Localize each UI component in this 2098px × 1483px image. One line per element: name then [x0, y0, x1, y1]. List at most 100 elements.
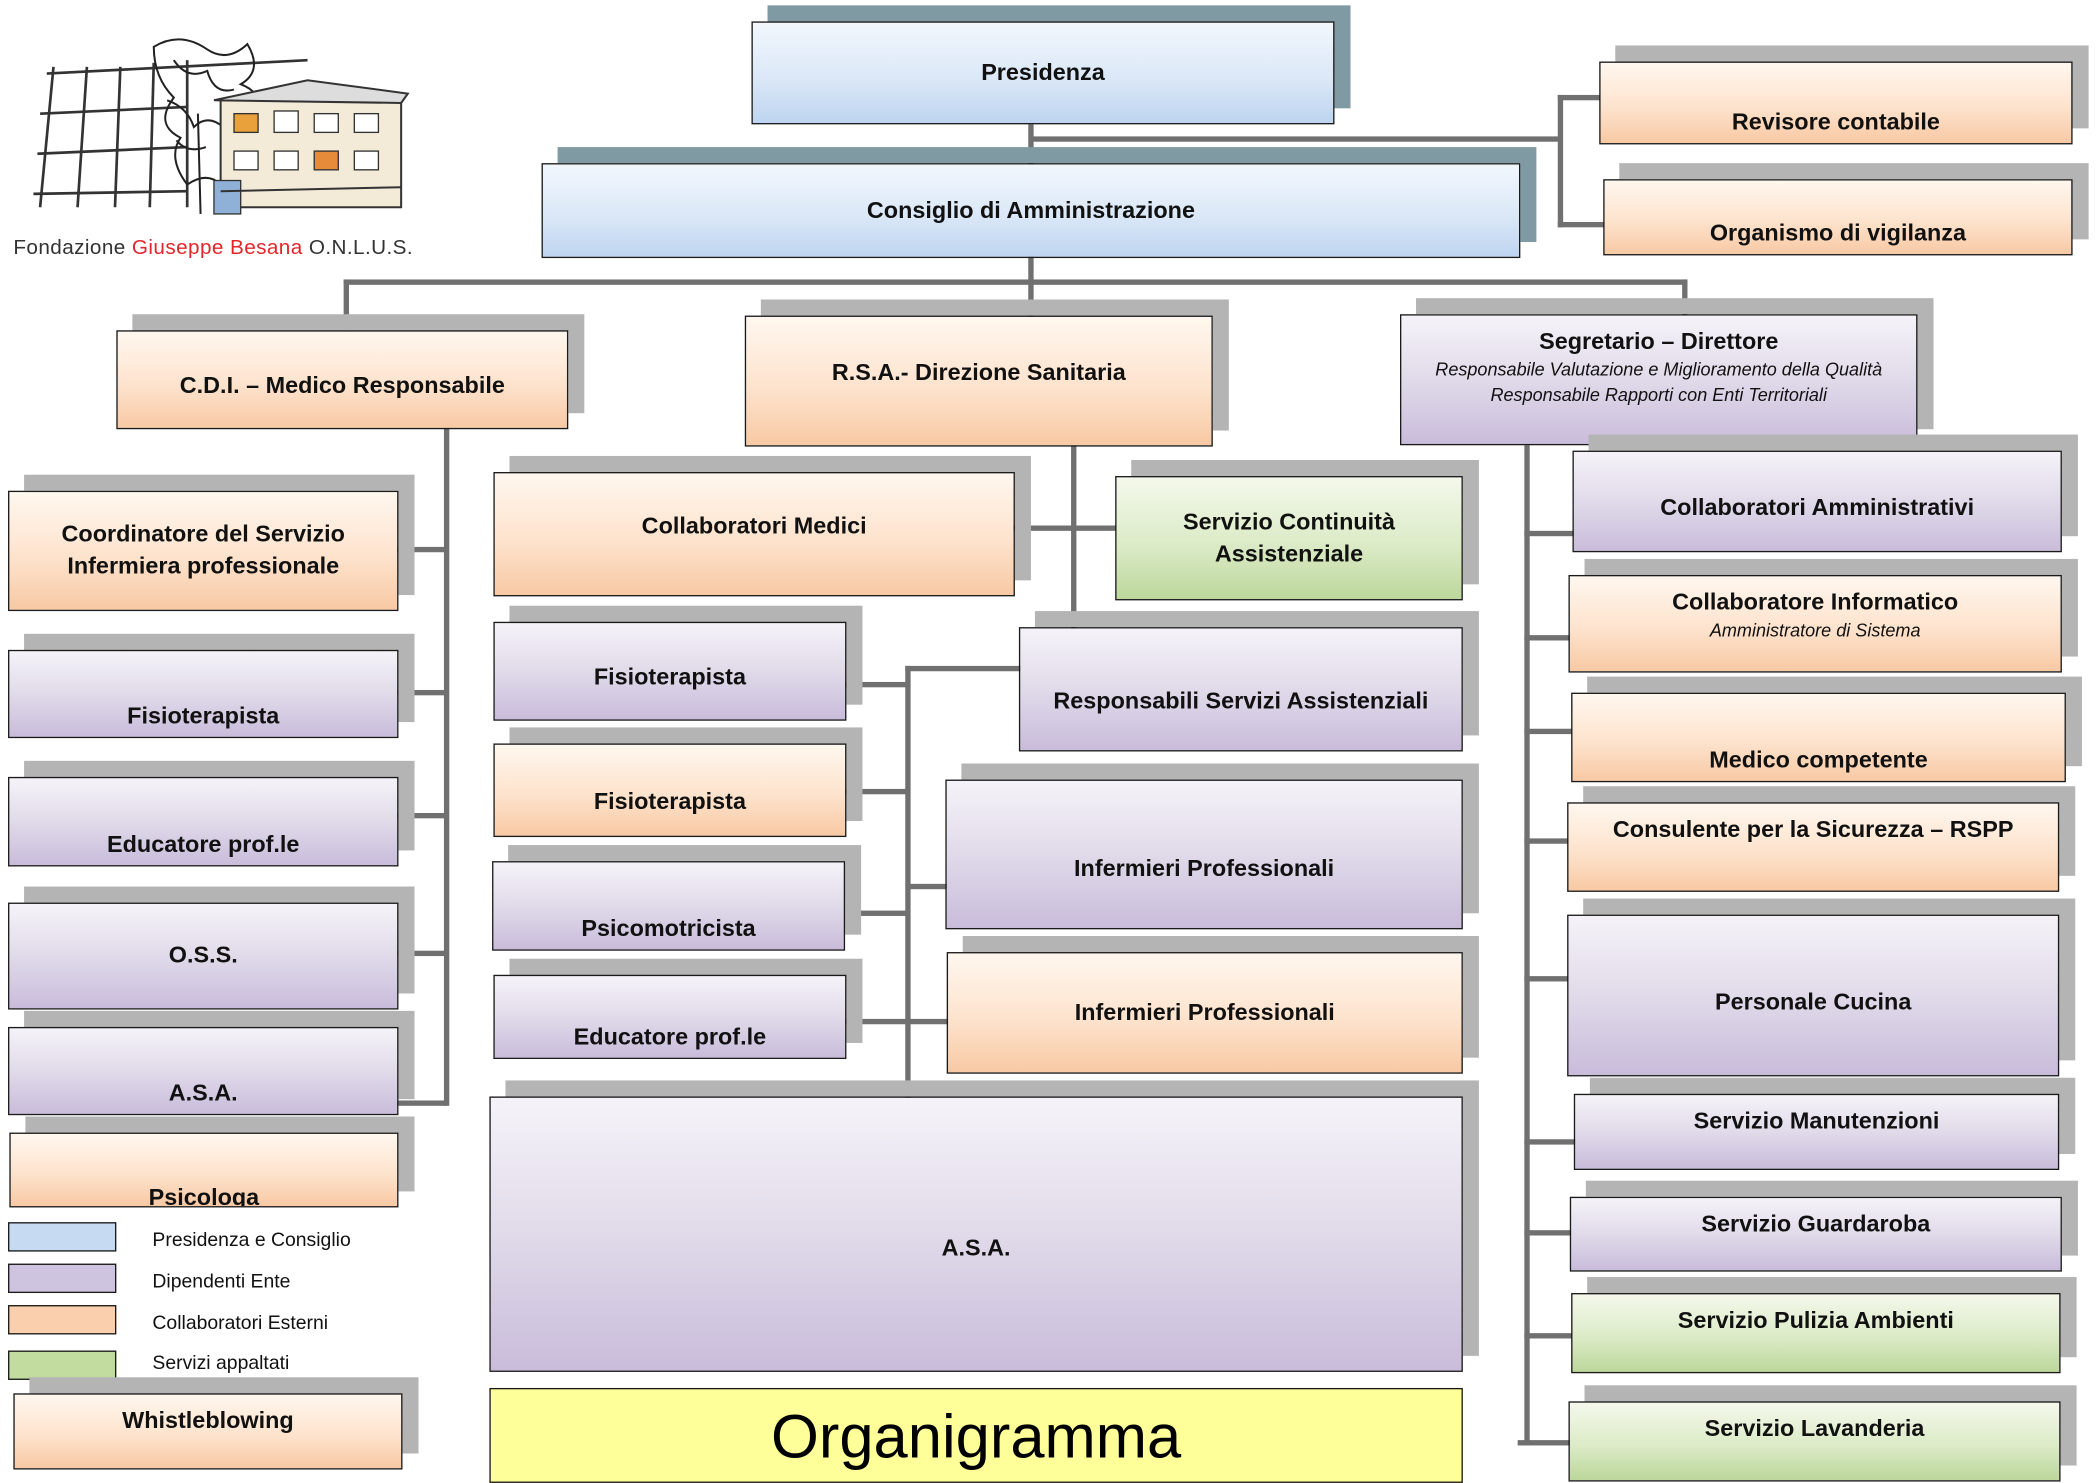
connector — [1524, 1333, 1573, 1339]
box-presidenza: Presidenza — [751, 21, 1335, 125]
legend-label-collaboratori: Collaboratori Esterni — [152, 1313, 329, 1335]
connector — [1028, 124, 1034, 168]
box-medico-competente: Medico competente — [1571, 692, 2066, 783]
box-consulente-sicurezza-rspp: Consulente per la Sicurezza – RSPP — [1567, 802, 2060, 892]
connector — [1030, 136, 1562, 142]
box-servizio-manutenzioni: Servizio Manutenzioni — [1573, 1093, 2060, 1171]
box-servizio-pulizia-ambienti: Servizio Pulizia Ambienti — [1571, 1293, 2061, 1374]
box-revisore-contabile: Revisore contabile — [1599, 61, 2073, 145]
connector — [397, 812, 447, 819]
connector — [845, 910, 908, 916]
box-cdi-asa: A.S.A. — [8, 1026, 399, 1116]
box-responsabili-servizi-assistenziali: Responsabili Servizi Assistenziali — [1018, 627, 1463, 752]
connector — [1524, 445, 1530, 1446]
connector — [907, 883, 949, 890]
connector — [1557, 94, 1601, 101]
logo-caption: Fondazione Giuseppe Besana O.N.L.U.S. — [13, 237, 413, 261]
box-servizio-guardaroba: Servizio Guardaroba — [1569, 1196, 2062, 1272]
connector — [1517, 1440, 1573, 1446]
legend-swatch-servizi — [8, 1350, 117, 1380]
box-collab-amministrativi-label: Collaboratori Amministrativi — [1660, 493, 1975, 521]
box-rsa-fisioterapista-2-label: Fisioterapista — [593, 787, 746, 815]
box-coordinatore-label: Coordinatore del Servizio Infermiera pro… — [61, 520, 345, 579]
connector — [1028, 256, 1034, 317]
box-rsa-educatore-label: Educatore prof.le — [573, 1023, 767, 1051]
connector — [397, 546, 447, 553]
connector — [343, 279, 349, 332]
box-whistleblowing[interactable]: Whistleblowing — [13, 1393, 403, 1470]
box-rsa-psicomotricista: Psicomotricista — [492, 861, 846, 951]
box-rsa-educatore: Educatore prof.le — [493, 974, 847, 1060]
box-collab-medici-label: Collaboratori Medici — [641, 511, 867, 539]
box-servizio-continuita-assistenziale: Servizio Continuità Assistenziale — [1115, 476, 1463, 601]
connector — [845, 681, 908, 688]
box-rsa-asa-label: A.S.A. — [941, 1234, 1011, 1262]
box-rsa-fisioterapista-1-label: Fisioterapista — [593, 663, 746, 691]
logo-caption-prefix: Fondazione — [13, 236, 132, 260]
logo-caption-suffix: O.N.L.U.S. — [302, 236, 414, 260]
box-rsa-direzione-sanitaria: R.S.A.- Direzione Sanitaria — [744, 315, 1213, 447]
box-consulente-sicurezza-label: Consulente per la Sicurezza – RSPP — [1612, 815, 2014, 843]
connector — [1524, 635, 1572, 641]
box-resp-servizi-label: Responsabili Servizi Assistenziali — [1053, 686, 1429, 714]
box-infermieri-professionali-2: Infermieri Professionali — [946, 952, 1463, 1074]
box-presidenza-label: Presidenza — [981, 58, 1105, 86]
box-infermieri-1-label: Infermieri Professionali — [1074, 854, 1335, 882]
box-psicologa-label: Psicologa — [148, 1183, 260, 1208]
connector — [1071, 445, 1077, 629]
box-collaboratori-medici: Collaboratori Medici — [493, 472, 1015, 597]
connector — [1524, 530, 1574, 537]
box-collaboratori-amministrativi: Collaboratori Amministrativi — [1572, 450, 2062, 553]
legend-label-presidenza: Presidenza e Consiglio — [152, 1230, 351, 1252]
legend-swatch-presidenza — [8, 1222, 117, 1252]
legend-label-dipendenti: Dipendenti Ente — [152, 1271, 291, 1294]
box-servizio-lavanderia: Servizio Lavanderia — [1568, 1401, 2061, 1482]
box-continuita-label: Servizio Continuità Assistenziale — [1183, 507, 1395, 567]
legend-label-servizi: Servizi appaltati — [152, 1353, 290, 1375]
connector — [1557, 221, 1605, 228]
box-collab-informatico-label: Collaboratore Informatico — [1672, 588, 1959, 616]
connector — [1524, 838, 1569, 844]
box-cdi-fisioterapista-label: Fisioterapista — [127, 702, 280, 730]
box-cdi-medico-responsabile: C.D.I. – Medico Responsabile — [116, 330, 569, 430]
box-rsa-asa: A.S.A. — [489, 1096, 1463, 1372]
box-personale-cucina: Personale Cucina — [1567, 914, 2060, 1077]
box-organismo-di-vigilanza: Organismo di vigilanza — [1603, 179, 2073, 256]
connector — [1682, 279, 1688, 316]
box-medico-competente-label: Medico competente — [1709, 746, 1928, 774]
box-rsa-fisioterapista-2: Fisioterapista — [493, 743, 847, 838]
connector — [1524, 1230, 1572, 1236]
box-segretario-sub-enti: Responsabile Rapporti con Enti Territori… — [1490, 384, 1827, 405]
box-infermieri-professionali-1: Infermieri Professionali — [945, 779, 1463, 930]
box-lavanderia-label: Servizio Lavanderia — [1704, 1414, 1925, 1442]
box-psicologa: Psicologa — [9, 1132, 399, 1208]
box-segretario-label: Segretario – Direttore — [1539, 327, 1779, 355]
connector — [443, 427, 450, 1106]
legend-swatch-collaboratori — [8, 1305, 117, 1335]
box-consiglio-di-amministrazione: Consiglio di Amministrazione — [541, 163, 1521, 259]
box-cdi-educatore: Educatore prof.le — [8, 776, 399, 867]
connector — [845, 1018, 908, 1025]
chart-title-label: Organigramma — [771, 1400, 1182, 1471]
box-rsa-label: R.S.A.- Direzione Sanitaria — [831, 358, 1126, 386]
logo-building-drawing — [33, 38, 410, 215]
box-organismo-label: Organismo di vigilanza — [1709, 219, 1966, 247]
connector — [1524, 728, 1573, 735]
box-pulizia-label: Servizio Pulizia Ambienti — [1677, 1306, 1954, 1334]
box-cdi-oss: O.S.S. — [8, 902, 399, 1010]
box-psicomotricista-label: Psicomotricista — [581, 915, 756, 942]
box-revisore-label: Revisore contabile — [1731, 108, 1940, 136]
connector — [905, 665, 911, 1100]
chart-title: Organigramma — [489, 1387, 1463, 1483]
box-consiglio-label: Consiglio di Amministrazione — [866, 196, 1195, 223]
box-cdi-label: C.D.I. – Medico Responsabile — [179, 371, 505, 399]
box-rsa-fisioterapista-1: Fisioterapista — [493, 621, 847, 721]
connector — [397, 689, 447, 696]
box-whistleblowing-label: Whistleblowing — [122, 1406, 294, 1434]
connector — [1013, 525, 1118, 531]
connector — [907, 1018, 950, 1025]
connector — [1524, 1139, 1576, 1145]
connector — [1524, 976, 1569, 982]
box-cdi-fisioterapista: Fisioterapista — [8, 649, 399, 739]
